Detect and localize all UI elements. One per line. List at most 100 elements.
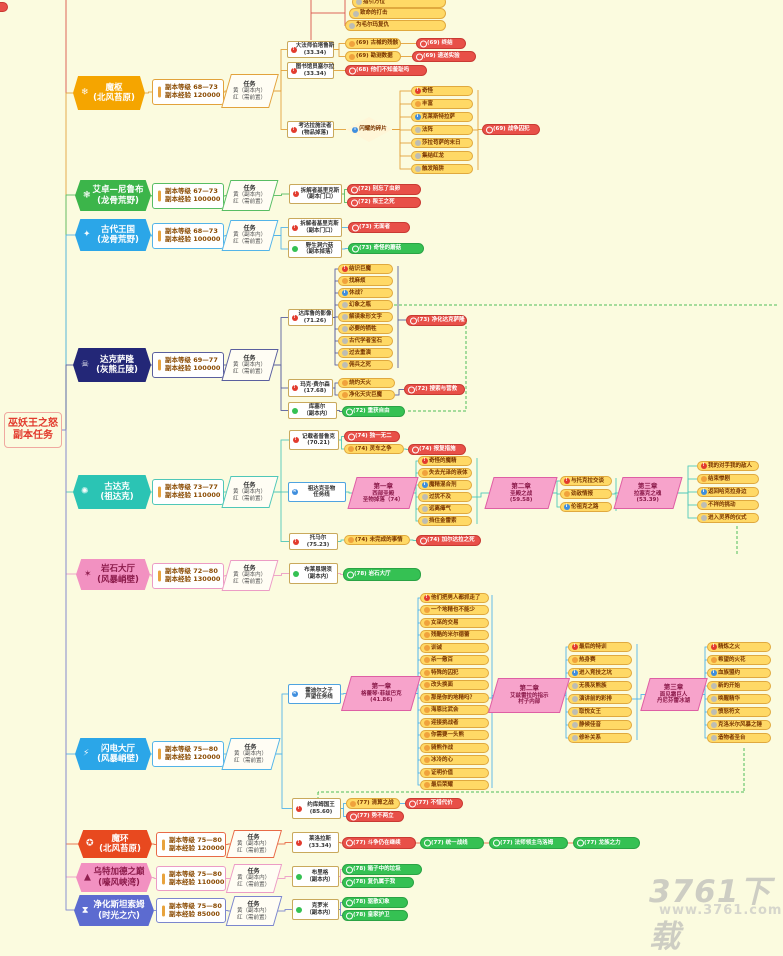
task-legend-para1[interactable]: 任务黄（副本内）红（需前置） xyxy=(221,74,279,108)
quest-pill-b7p3[interactable]: (77) 势不两立 xyxy=(346,811,404,822)
quest-pill-s5[interactable]: 莎拉苟萨的末日 xyxy=(411,138,473,148)
quest-pill-s2[interactable]: 丰富 xyxy=(411,99,473,109)
map-root-title[interactable]: 巫妖王之怒副本任务 xyxy=(4,412,62,448)
quest-pill-cut0[interactable] xyxy=(0,2,8,12)
quest-pill-b6p1[interactable]: (78) 岩石大厅 xyxy=(343,568,421,581)
npc-box-b10a[interactable]: 克罗米（副本内） xyxy=(292,899,339,920)
task-legend-para6[interactable]: 任务黄（副本内）红（需前置） xyxy=(221,560,279,591)
quest-pill-k4[interactable]: 不祥的挑动 xyxy=(697,500,759,510)
quest-pill-t3[interactable]: 为毛尔玛复仇 xyxy=(345,20,446,31)
quest-pill-b5p5[interactable]: (74) 加尔达拉之死 xyxy=(416,535,481,546)
quest-pill-m3[interactable]: 女巫的交易 xyxy=(420,618,489,628)
quest-pill-s6[interactable]: 集结红龙 xyxy=(411,151,473,161)
quest-pill-b3p2[interactable]: (73) 奇怪的蘑菇 xyxy=(348,243,424,254)
branch-hex-hex6[interactable]: ✶岩石大厅(风暴峭壁) xyxy=(76,559,150,590)
quest-pill-d6[interactable]: 必要的牺牲 xyxy=(338,324,393,334)
npc-box-b1c[interactable]: !考达拉施法者(物品掉落) xyxy=(287,121,334,138)
branch-hex-hex3[interactable]: ✦古代王国(龙骨荒野) xyxy=(75,219,151,251)
quest-pill-q2[interactable]: 希望的火花 xyxy=(707,655,771,665)
branch-hex-hex7[interactable]: ⚡闪电大厅(风暴峭壁) xyxy=(75,738,151,770)
quest-pill-d9[interactable]: 佣兵之死 xyxy=(338,360,393,370)
quest-pill-q6[interactable]: 愤怒符文 xyxy=(707,707,771,717)
npc-box-b1b[interactable]: !图书馆员塞尔拉(33.34) xyxy=(287,62,334,79)
quest-pill-g4[interactable]: 过犹不及 xyxy=(418,492,472,502)
quest-pill-b10p2[interactable]: (78) 皇家护卫 xyxy=(342,910,408,921)
quest-pill-b1p4[interactable]: (69) 递送实验 xyxy=(412,51,476,62)
quest-pill-b4p2[interactable]: 净化天灾巨魔 xyxy=(338,390,395,400)
quest-pill-b5p1[interactable]: (74) 独一无二 xyxy=(344,431,400,442)
quest-pill-m4[interactable]: 残酷的米尔德蕾 xyxy=(420,630,489,640)
quest-pill-m13[interactable]: 骑熊作战 xyxy=(420,743,489,753)
task-legend-para5[interactable]: 任务黄（副本内）红（需前置） xyxy=(221,476,279,508)
quest-pill-m1[interactable]: !他们把男人都抓走了 xyxy=(420,593,489,603)
quest-pill-b5p3[interactable]: (74) 报复措施 xyxy=(408,444,466,455)
npc-box-b4a[interactable]: !达库鲁的影像(71.26) xyxy=(288,309,333,326)
task-legend-para4[interactable]: 任务黄（副本内）红（需前置） xyxy=(221,349,279,381)
quest-pill-b4ps[interactable]: (72) 搜索与营救 xyxy=(404,384,465,395)
npc-box-b7b[interactable]: !约库姆国王(85.60) xyxy=(292,798,341,819)
chapter-parallelogram-c53[interactable]: 第三章拉塞克之魂(53.39) xyxy=(613,477,683,509)
quest-pill-k5[interactable]: 进入灵界的仪式 xyxy=(697,513,759,523)
quest-pill-b7p1[interactable]: (77) 清算之战 xyxy=(346,798,400,809)
chapter-parallelogram-c72[interactable]: 第二章艾兹雷拉的指示村子内部 xyxy=(487,678,571,713)
chapter-parallelogram-c73[interactable]: 第三章面见霜巨人丹尼芬雷冰湖 xyxy=(640,678,708,711)
quest-pill-m7[interactable]: 特殊的囚犯 xyxy=(420,668,489,678)
quest-pill-m10[interactable]: 海恩比武会 xyxy=(420,705,489,715)
quest-pill-t1[interactable]: 指引方位 xyxy=(352,0,446,8)
quest-pill-b2p1[interactable]: (72) 别忘了虫卵 xyxy=(347,184,421,195)
quest-pill-b1p1[interactable]: (69) 古械的残骸 xyxy=(345,38,401,49)
chapter-parallelogram-c51[interactable]: 第一章西部圣殿圣物掉落（74） xyxy=(347,477,419,509)
quest-pill-n2[interactable]: 热身赛 xyxy=(568,655,632,665)
quest-pill-m14[interactable]: 冰冷的心 xyxy=(420,755,489,765)
npc-box-b4b[interactable]: !玛克·费尔森(17.68) xyxy=(288,379,333,397)
npc-box-b7a[interactable]: ∞霍迪尔之子声望任务线 xyxy=(288,684,341,704)
quest-pill-b7p2[interactable]: (77) 不惜代价 xyxy=(405,798,463,809)
quest-pill-d2[interactable]: 找麻烦 xyxy=(338,276,393,286)
quest-pill-b4pc[interactable]: (72) 重获自由 xyxy=(342,406,405,417)
quest-pill-n1[interactable]: !最后的特训 xyxy=(568,642,632,652)
quest-pill-q8[interactable]: 造物者圣台 xyxy=(707,733,771,743)
npc-box-b5a[interactable]: !记载者普鲁克(70.21) xyxy=(289,430,339,450)
quest-pill-q1[interactable]: !精炼之火 xyxy=(707,642,771,652)
quest-pill-b8p4[interactable]: (77) 龙族之力 xyxy=(573,837,640,849)
quest-pill-m15[interactable]: 证明价值 xyxy=(420,768,489,778)
quest-pill-b3p1[interactable]: (73) 无面者 xyxy=(348,222,410,233)
branch-hex-hex5[interactable]: ✺古达克(祖达克) xyxy=(73,475,151,509)
quest-pill-b1p2[interactable]: (69) 终结 xyxy=(416,38,466,49)
npc-box-b3a[interactable]: !拆解者基里克斯（副本门口） xyxy=(288,218,342,237)
quest-pill-b8p3[interactable]: (77) 法师领主乌洛姆 xyxy=(489,837,568,849)
quest-pill-m2[interactable]: 一个地精也不能少 xyxy=(420,605,489,615)
quest-pill-d7[interactable]: 古代学者宝石 xyxy=(338,336,393,346)
chapter-parallelogram-c71[interactable]: 第一章格蕾琴·菲兹巴克(41.86) xyxy=(340,676,422,711)
task-legend-para7[interactable]: 任务黄（副本内）红（需前置） xyxy=(221,738,281,770)
quest-pill-b9p1[interactable]: (78) 箱子中的垃圾 xyxy=(342,864,422,875)
quest-pill-k1[interactable]: !我的对手我的敌人 xyxy=(697,461,759,471)
quest-pill-b2p2[interactable]: (72) 叛王之死 xyxy=(347,197,421,208)
quest-pill-d8[interactable]: 过去重演 xyxy=(338,348,393,358)
quest-pill-b8p1[interactable]: (77) 斗争仍在继续 xyxy=(342,837,416,849)
quest-pill-b10p1[interactable]: (78) 驱散幻象 xyxy=(342,897,408,908)
quest-pill-m8[interactable]: 改头换面 xyxy=(420,680,489,690)
quest-pill-b1p5[interactable]: (68) 他们不知羞耻吗 xyxy=(345,65,427,76)
npc-box-b6a[interactable]: 布莱恩铜须（副本内） xyxy=(289,563,338,584)
quest-pill-n8[interactable]: 修补关系 xyxy=(568,733,632,743)
quest-pill-k2[interactable]: 结束惨剧 xyxy=(697,474,759,484)
quest-pill-t2[interactable]: 致命的打击 xyxy=(349,8,446,19)
task-legend-para10[interactable]: 任务黄（副本内）红（需前置） xyxy=(225,896,283,926)
task-legend-para3[interactable]: 任务黄（副本内）红（需前置） xyxy=(221,220,279,251)
quest-pill-d5[interactable]: 解读象形文字 xyxy=(338,312,393,322)
